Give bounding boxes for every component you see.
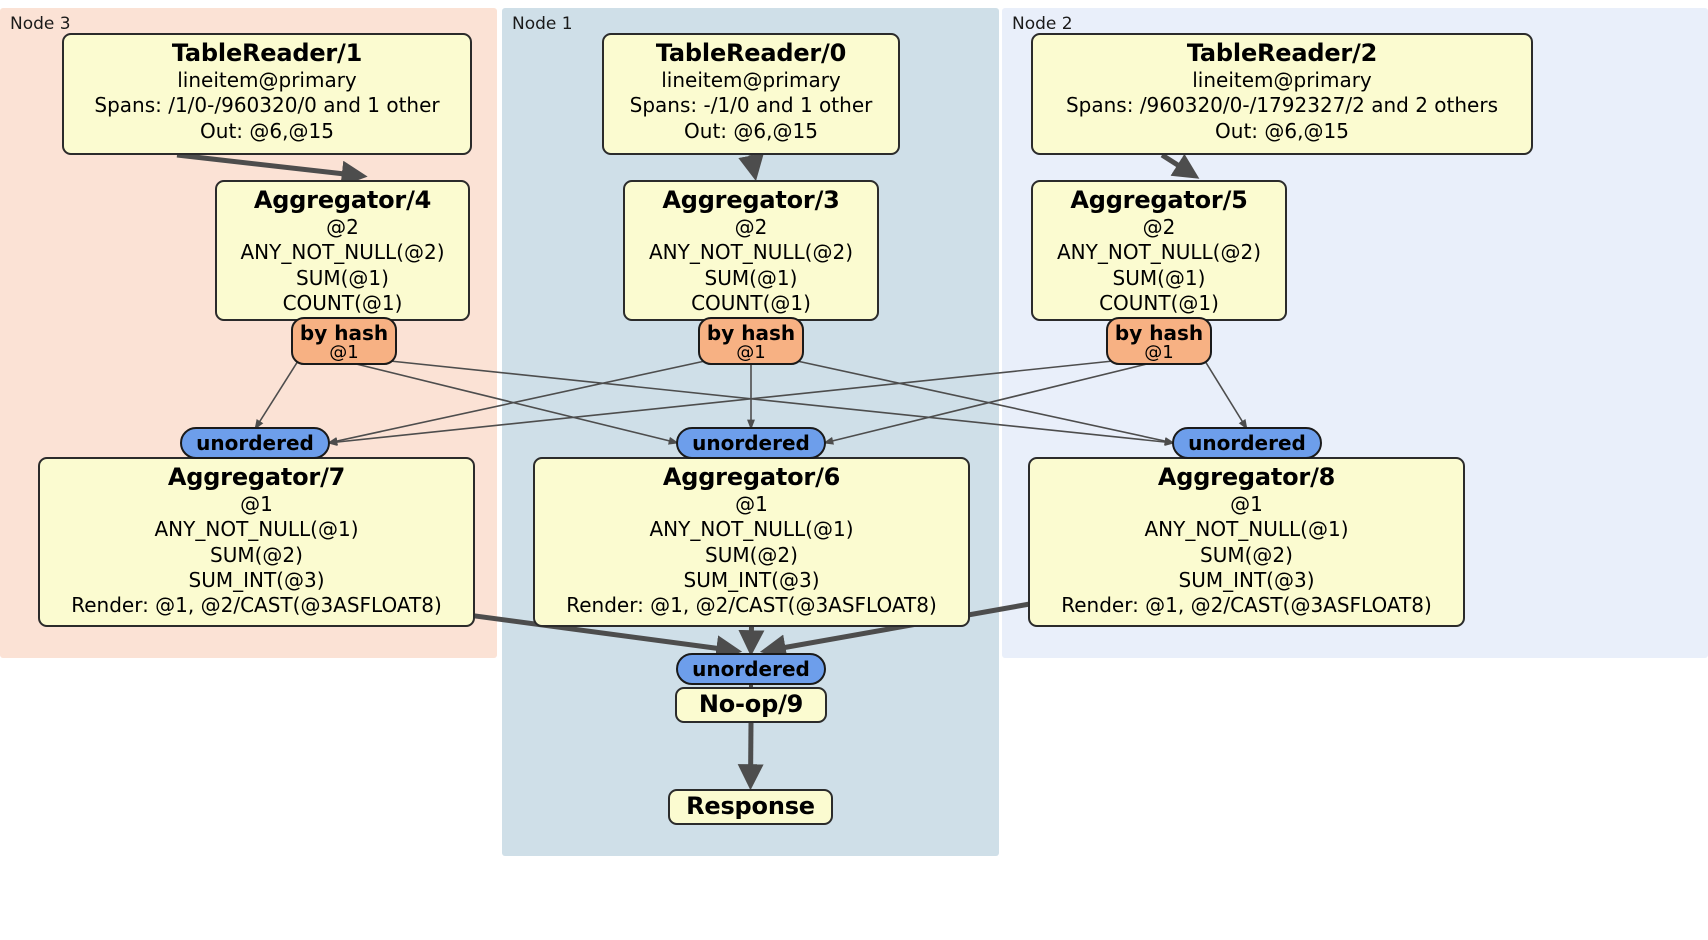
processor-detail-line: ANY_NOT_NULL(@1) — [1144, 517, 1349, 542]
badge-sublabel: @1 — [329, 341, 359, 363]
processor-detail-line: @2 — [734, 215, 768, 240]
processor-detail-line: COUNT(@1) — [282, 290, 403, 315]
processor-detail-line: @1 — [735, 492, 768, 517]
badge-label: by hash — [1114, 320, 1204, 345]
processor-detail-line: @2 — [326, 215, 359, 240]
badge-unordered-left[interactable]: unordered — [180, 427, 330, 459]
processor-detail-line: ANY_NOT_NULL(@1) — [649, 517, 854, 542]
processor-title: Aggregator/3 — [662, 186, 840, 214]
processor-detail-line: Out: @6,@15 — [1215, 118, 1349, 143]
processor-detail-line: @2 — [1142, 215, 1176, 240]
processor-detail-line: ANY_NOT_NULL(@2) — [649, 240, 853, 265]
processor-detail-line: ANY_NOT_NULL(@2) — [1057, 240, 1261, 265]
badge-unordered-right[interactable]: unordered — [1172, 427, 1322, 459]
badge-unordered-mid[interactable]: unordered — [676, 427, 826, 459]
badge-sublabel: @1 — [736, 341, 766, 363]
processor-detail-line: SUM(@1) — [296, 265, 389, 290]
processor-title: Response — [686, 792, 815, 821]
processor-detail-line: @1 — [240, 492, 273, 517]
processor-detail-line: SUM(@1) — [704, 265, 798, 290]
processor-detail-line: SUM(@2) — [210, 542, 303, 567]
badge-label: unordered — [692, 431, 810, 455]
processor-detail-line: SUM(@2) — [705, 542, 798, 567]
processor-title: Aggregator/7 — [167, 463, 346, 491]
processor-detail-line: Spans: /960320/0-/1792327/2 and 2 others — [1065, 93, 1498, 118]
processor-detail-line: ANY_NOT_NULL(@2) — [240, 240, 445, 265]
processor-title: Aggregator/8 — [1157, 463, 1336, 491]
processor-detail-line: SUM_INT(@3) — [683, 567, 820, 592]
processor-title: Aggregator/5 — [1070, 186, 1248, 214]
processor-detail-line: SUM_INT(@3) — [1178, 567, 1315, 592]
processor-title: TableReader/2 — [1186, 39, 1378, 67]
node-group-label-node-2: Node 2 — [1012, 14, 1073, 34]
processor-detail-line: Render: @1, @2/CAST(@3ASFLOAT8) — [71, 593, 442, 618]
badge-label: unordered — [196, 431, 314, 455]
processor-detail-line: ANY_NOT_NULL(@1) — [154, 517, 359, 542]
processor-title: No-op/9 — [698, 690, 804, 719]
processor-detail-line: COUNT(@1) — [691, 290, 811, 315]
badge-label: unordered — [692, 657, 810, 681]
processor-detail-line: lineitem@primary — [1192, 68, 1372, 93]
processor-detail-line: Spans: -/1/0 and 1 other — [629, 93, 873, 118]
badge-hash-right[interactable]: by hash@1 — [1106, 317, 1212, 365]
processor-box-response[interactable]: Response — [668, 789, 833, 825]
processor-detail-line: Render: @1, @2/CAST(@3ASFLOAT8) — [1061, 593, 1432, 618]
node-group-label-node-1: Node 1 — [512, 14, 573, 34]
processor-detail-line: SUM(@1) — [1112, 265, 1206, 290]
processor-detail-line: Out: @6,@15 — [684, 118, 818, 143]
processor-detail-line: Spans: /1/0-/960320/0 and 1 other — [94, 93, 440, 118]
processor-detail-line: SUM(@2) — [1200, 542, 1293, 567]
badge-sublabel: @1 — [1144, 341, 1174, 363]
badge-hash-left[interactable]: by hash@1 — [291, 317, 397, 365]
processor-detail-line: @1 — [1230, 492, 1263, 517]
processor-detail-line: Out: @6,@15 — [200, 118, 334, 143]
badge-hash-mid[interactable]: by hash@1 — [698, 317, 804, 365]
processor-box-noop9[interactable]: No-op/9 — [675, 687, 827, 723]
processor-detail-line: Render: @1, @2/CAST(@3ASFLOAT8) — [566, 593, 937, 618]
badge-label: by hash — [706, 320, 796, 345]
node-group-label-node-3: Node 3 — [10, 14, 71, 34]
processor-title: TableReader/1 — [171, 39, 363, 67]
badge-label: by hash — [299, 320, 389, 345]
processor-title: Aggregator/4 — [253, 186, 432, 214]
badge-label: unordered — [1188, 431, 1306, 455]
processor-detail-line: SUM_INT(@3) — [188, 567, 325, 592]
processor-detail-line: COUNT(@1) — [1099, 290, 1219, 315]
processor-title: Aggregator/6 — [662, 463, 841, 491]
badge-unordered-final[interactable]: unordered — [676, 653, 826, 685]
processor-title: TableReader/0 — [655, 39, 847, 67]
processor-detail-line: lineitem@primary — [177, 68, 357, 93]
processor-detail-line: lineitem@primary — [661, 68, 841, 93]
